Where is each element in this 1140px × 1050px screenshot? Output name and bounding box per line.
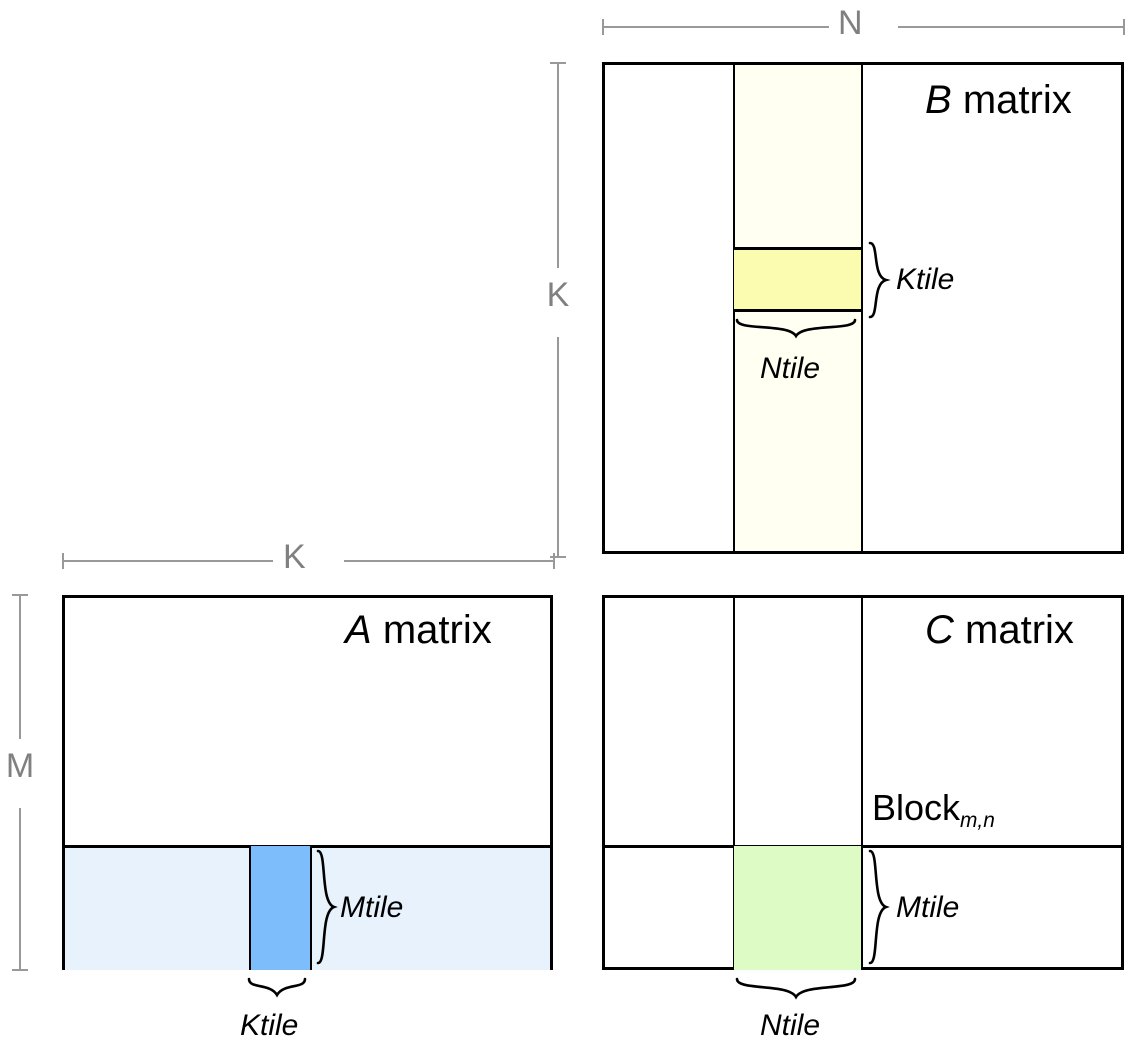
dim-segment-bottom — [19, 808, 21, 970]
c-block-label-subscript: m,n — [960, 808, 995, 832]
b-ktile-tile — [734, 247, 861, 312]
c-matrix-title: C matrix — [925, 610, 1074, 650]
c-matrix-box — [602, 595, 1124, 970]
a-matrix-title-word: matrix — [382, 608, 492, 652]
dimension-rule-k-horizontal: K — [62, 540, 556, 574]
c-column-divider-right — [861, 598, 863, 967]
dim-segment-bottom — [557, 337, 559, 557]
dimension-rule-k-vertical: K — [547, 62, 569, 558]
dimension-label-k-vertical: K — [546, 276, 570, 314]
a-matrix-title-letter: A — [345, 608, 372, 652]
b-ntile-brace — [734, 316, 862, 342]
c-column-divider-left — [733, 598, 735, 967]
dimension-rule-n: N — [602, 6, 1126, 40]
dimension-label-k-horizontal: K — [283, 538, 306, 576]
b-ntile-label: Ntile — [760, 352, 821, 385]
c-matrix-title-word: matrix — [965, 608, 1074, 652]
c-row-divider — [605, 845, 1121, 848]
c-ntile-label: Ntile — [760, 1009, 821, 1042]
dim-segment-right — [898, 26, 1125, 28]
brace-right-icon — [868, 849, 890, 965]
b-matrix-title-word: matrix — [962, 78, 1072, 122]
dim-segment-right — [344, 560, 554, 562]
brace-right-icon — [316, 849, 338, 965]
b-matrix-box — [602, 62, 1124, 554]
brace-bottom-icon — [735, 977, 857, 1000]
dim-cap-bottom — [550, 556, 566, 558]
dimension-label-n: N — [838, 4, 863, 42]
dim-cap-right — [553, 553, 555, 569]
dimension-label-m: M — [5, 747, 35, 785]
a-matrix-box — [62, 595, 553, 970]
dim-cap-bottom — [12, 969, 28, 971]
a-matrix-title: A matrix — [345, 610, 492, 650]
a-ktile-label: Ktile — [240, 1009, 299, 1042]
dimension-rule-m: M — [6, 594, 34, 972]
dim-segment-top — [19, 595, 21, 739]
c-ntile-brace — [734, 975, 862, 1003]
a-mtile-label: Mtile — [340, 891, 404, 924]
brace-bottom-icon — [735, 318, 857, 339]
b-column-divider-right — [861, 65, 863, 551]
a-ktile-tile — [249, 846, 312, 970]
brace-right-icon — [868, 241, 891, 319]
b-matrix-title-letter: B — [925, 78, 952, 122]
dim-segment-left — [603, 26, 829, 28]
b-ktile-brace — [866, 240, 892, 320]
b-ktile-label: Ktile — [896, 263, 955, 296]
c-block-label: Blockm,n — [872, 787, 995, 831]
dim-cap-right — [1123, 19, 1125, 35]
c-matrix-title-letter: C — [925, 608, 954, 652]
b-matrix-title: B matrix — [925, 80, 1072, 120]
a-ktile-brace — [246, 975, 312, 1001]
c-mtile-brace — [866, 848, 892, 966]
c-block-label-text: Block — [872, 787, 961, 828]
dim-segment-left — [63, 560, 273, 562]
dim-segment-top — [557, 63, 559, 268]
c-output-tile — [734, 846, 861, 970]
brace-bottom-icon — [247, 977, 307, 998]
a-mtile-brace — [314, 848, 340, 966]
c-mtile-label: Mtile — [896, 891, 960, 924]
